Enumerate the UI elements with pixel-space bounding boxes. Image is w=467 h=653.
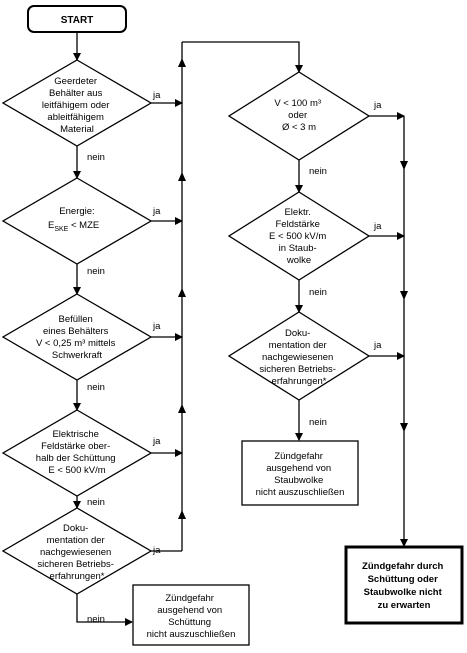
result-zuendgefahr-schuettung bbox=[132, 584, 250, 646]
d5-line: nachgewiesenen bbox=[40, 547, 111, 558]
svg-text:Doku- mentation der na: Doku- mentation der nachgewiesenen siche… bbox=[259, 328, 338, 387]
result-zuendgefahr-staubwolke bbox=[241, 440, 359, 506]
r3-line: Doku- bbox=[285, 328, 310, 339]
d3-line: Schwerkraft bbox=[52, 350, 103, 361]
d1-line: leitfähigem oder bbox=[42, 100, 110, 111]
start-label: START bbox=[61, 15, 94, 26]
svg-text:Doku- mentation der na: Doku- mentation der nachgewiesenen siche… bbox=[37, 523, 116, 582]
no-label: nein bbox=[87, 266, 105, 277]
decision-feldstaerke-schuettung bbox=[1, 409, 153, 497]
svg-text:Zündgefahr ausgehend von: Zündgefahr ausgehend von Schüttung nicht… bbox=[147, 593, 236, 640]
svg-text:V < 100 m³ oder Ø < 3: V < 100 m³ oder Ø < 3 m bbox=[274, 98, 323, 133]
d4-line: Elektrische bbox=[52, 429, 98, 440]
result-final-line: Zündgefahr durch bbox=[362, 561, 443, 572]
result-schuettung-line: Schüttung bbox=[168, 617, 211, 628]
result-final-line: Schüttung oder bbox=[368, 574, 438, 585]
yes-label: ja bbox=[152, 206, 161, 217]
r2-line: in Staub- bbox=[279, 243, 317, 254]
yes-label: ja bbox=[152, 436, 161, 447]
r3-line: erfahrungen* bbox=[272, 376, 327, 387]
bus-arrowhead bbox=[178, 510, 186, 519]
no-label: nein bbox=[309, 166, 327, 177]
result-keine-zuendgefahr bbox=[344, 545, 464, 625]
d2-line: Energie: bbox=[59, 206, 94, 217]
arrow-bus-to-right-column bbox=[182, 41, 303, 73]
d5-line: Doku- bbox=[63, 523, 88, 534]
d2-comparison: < MZE bbox=[68, 220, 99, 231]
no-label: nein bbox=[87, 497, 105, 508]
decision-energie bbox=[1, 177, 153, 265]
decision-dokumentation-links bbox=[1, 507, 153, 595]
result-staubwolke-line: Staubwolke bbox=[274, 475, 323, 486]
yes-label: ja bbox=[373, 340, 382, 351]
svg-text:Befüllen eines Behälters: Befüllen eines Behälters V < 0,25 m³ mit… bbox=[36, 314, 118, 361]
d1-line: ableitfähigem bbox=[47, 112, 104, 123]
decision-geerdeter-behaelter bbox=[1, 59, 153, 147]
yes-label: ja bbox=[152, 90, 161, 101]
r1-line: Ø < 3 m bbox=[282, 122, 316, 133]
svg-text:Energie:: Energie: bbox=[59, 206, 94, 217]
no-label: nein bbox=[87, 614, 105, 625]
yes-label: ja bbox=[152, 321, 161, 332]
bus-arrowhead bbox=[178, 404, 186, 413]
r1-line: oder bbox=[288, 110, 307, 121]
r3-line: nachgewiesenen bbox=[262, 352, 333, 363]
result-final-line: Staubwolke nicht bbox=[364, 587, 443, 598]
d1-line: Behälter aus bbox=[49, 88, 103, 99]
r1-line: V < 100 m³ bbox=[274, 98, 321, 109]
bus-arrowhead bbox=[400, 291, 408, 300]
svg-text:Zündgefahr durch Schüttung: Zündgefahr durch Schüttung oder Staubwol… bbox=[362, 561, 446, 611]
d2-subscript: SKE bbox=[54, 226, 68, 233]
d5-line: mentation der bbox=[47, 535, 105, 546]
yes-label: ja bbox=[373, 100, 382, 111]
no-label: nein bbox=[87, 152, 105, 163]
result-schuettung-line: ausgehend von bbox=[157, 605, 222, 616]
d5-line: sicheren Betriebs- bbox=[37, 559, 114, 570]
bus-arrowhead bbox=[178, 288, 186, 297]
r2-line: E < 500 kV/m bbox=[269, 231, 326, 242]
no-label: nein bbox=[309, 417, 327, 428]
svg-text:Zündgefahr ausgehend von: Zündgefahr ausgehend von Staubwolke nich… bbox=[256, 451, 345, 498]
result-schuettung-line: Zündgefahr bbox=[165, 593, 214, 604]
yes-label: ja bbox=[152, 545, 161, 556]
r3-line: sicheren Betriebs- bbox=[259, 364, 336, 375]
r3-line: mentation der bbox=[269, 340, 327, 351]
d4-line: Feldstärke ober- bbox=[41, 441, 110, 452]
no-label: nein bbox=[87, 382, 105, 393]
result-staubwolke-line: Zündgefahr bbox=[274, 451, 323, 462]
no-label: nein bbox=[309, 287, 327, 298]
result-staubwolke-line: ausgehend von bbox=[266, 463, 331, 474]
r2-line: Elektr. bbox=[284, 207, 310, 218]
d3-line: V < 0,25 m³ mittels bbox=[36, 338, 116, 349]
d1-line: Material bbox=[60, 124, 94, 135]
svg-text:ESKE < MZE: ESKE < MZE bbox=[48, 220, 99, 233]
yes-label: ja bbox=[373, 221, 382, 232]
svg-text:Elektr. Feldstärke E <: Elektr. Feldstärke E < 500 kV/m in Staub… bbox=[269, 207, 329, 266]
bus-arrowhead bbox=[400, 161, 408, 170]
result-staubwolke-line: nicht auszuschließen bbox=[256, 487, 345, 498]
bus-arrowhead bbox=[178, 172, 186, 181]
decision-befuellen bbox=[1, 293, 153, 381]
svg-text:Geerdeter Behälter aus: Geerdeter Behälter aus leitfähigem oder … bbox=[42, 76, 112, 135]
d4-line: E < 500 kV/m bbox=[48, 465, 105, 476]
d1-line: Geerdeter bbox=[54, 76, 97, 87]
bus-arrowhead bbox=[400, 423, 408, 432]
r2-line: Feldstärke bbox=[276, 219, 320, 230]
r2-line: wolke bbox=[286, 255, 311, 266]
result-final-line: zu erwarten bbox=[378, 600, 431, 611]
d2-symbol: E bbox=[48, 220, 54, 231]
result-schuettung-line: nicht auszuschließen bbox=[147, 629, 236, 640]
arrow-d5-to-result-schuettung bbox=[76, 594, 133, 626]
svg-text:Elektrische Feldstärke obe: Elektrische Feldstärke ober- halb der Sc… bbox=[36, 429, 118, 476]
d3-line: eines Behälters bbox=[43, 326, 109, 337]
d5-line: erfahrungen* bbox=[50, 571, 105, 582]
bus-arrowhead bbox=[178, 58, 186, 67]
d4-line: halb der Schüttung bbox=[36, 453, 116, 464]
d3-line: Befüllen bbox=[59, 314, 93, 325]
